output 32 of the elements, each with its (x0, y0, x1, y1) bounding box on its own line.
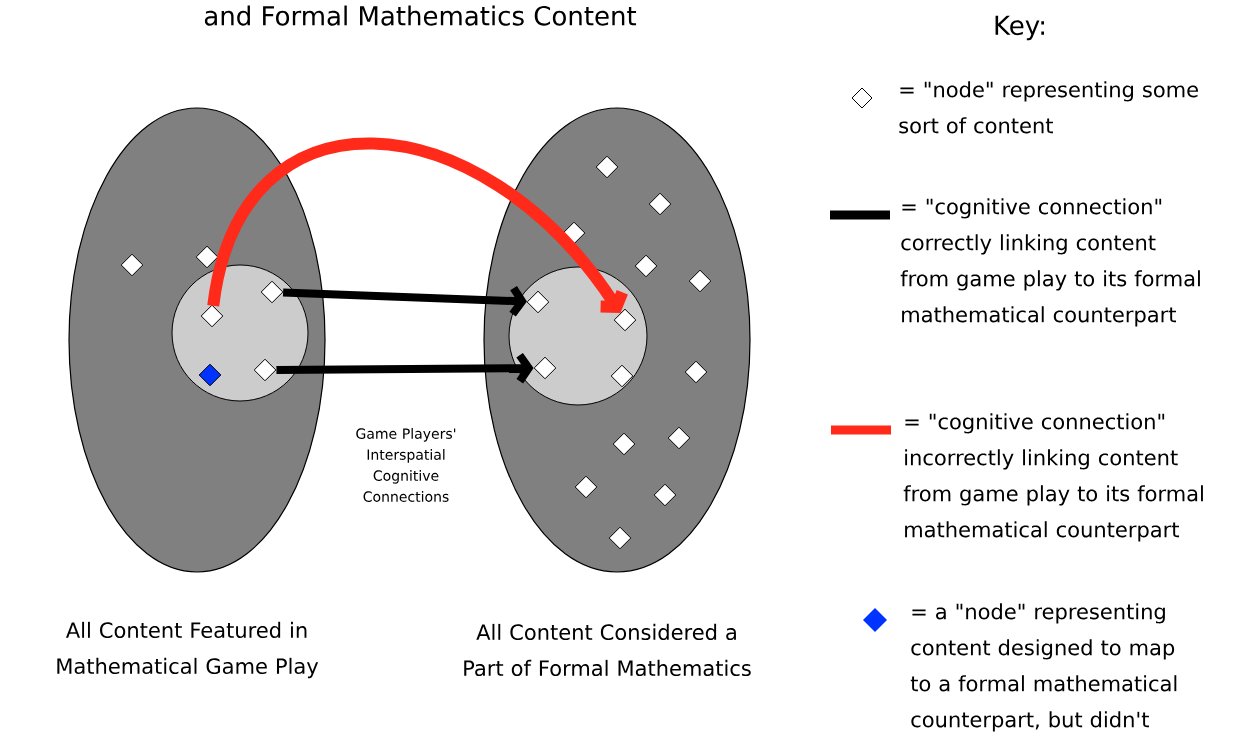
diamond-marker (688, 269, 712, 293)
diamond-marker (613, 308, 637, 332)
diamond-marker (612, 432, 636, 456)
key-heading: Key: (995, 15, 1044, 41)
diamond-marker (634, 254, 658, 278)
diamond-marker (526, 290, 550, 314)
diamond-marker (595, 155, 619, 179)
diamond-marker (260, 280, 284, 304)
diamond-marker (120, 253, 144, 277)
circle-region (171, 264, 309, 402)
legend-text: = "node" representing some sort of content (899, 81, 1198, 134)
diamond-marker (200, 304, 224, 328)
diamond-marker (253, 358, 277, 382)
circle-region (508, 266, 648, 406)
diamond-marker (574, 475, 598, 499)
legend-text: = "cognitive connection" incorrectly linking content from game play to its formal mathematical counterpart (903, 413, 1203, 542)
diamond-marker (610, 364, 634, 388)
diamond-marker (195, 245, 219, 269)
diamond-marker (684, 360, 708, 384)
diamond-marker (667, 426, 691, 450)
node-label: All Content Featured in Mathematical Game Play (57, 621, 319, 679)
diamond-marker (533, 356, 557, 380)
diamond-marker (608, 526, 632, 550)
node-label: All Content Considered a Part of Formal Mathematics (464, 623, 751, 677)
diamond-marker (562, 221, 586, 245)
diamond-marker (648, 192, 672, 216)
legend-text: = "cognitive connection" correctly linking content from game play to its formal mathematical counterpart (900, 198, 1200, 327)
title: and Formal Mathematics Content (204, 5, 637, 26)
annotation-text: Game Players' Interspatial Cognitive Connections (356, 428, 456, 502)
legend-text: = a "node" representing content designed to map to a formal mathematical counterpart, but didn't (910, 603, 1177, 732)
diamond-marker (198, 363, 222, 387)
diamond-marker (653, 483, 677, 507)
